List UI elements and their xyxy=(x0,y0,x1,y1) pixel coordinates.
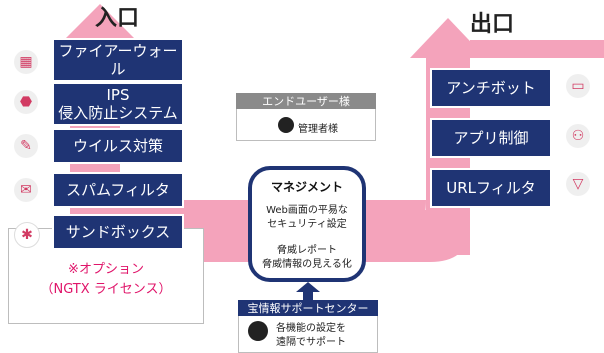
support-arrow xyxy=(296,282,320,302)
exit-heading: 出口 xyxy=(470,12,515,37)
option-text: ※オプション （NGTX ライセンス） xyxy=(8,260,204,300)
sandbox-box: サンドボックス xyxy=(52,214,184,250)
app-control-box: アプリ制御 xyxy=(430,118,552,158)
antivirus-box: ウイルス対策 xyxy=(52,128,184,164)
spam-filter-box: スパムフィルタ xyxy=(52,172,184,208)
management-desc-1: Web画面の平易な セキュリティ設定 xyxy=(248,204,366,231)
option-line2: （NGTX ライセンス） xyxy=(40,282,172,298)
spam-filter-label: スパムフィルタ xyxy=(66,181,170,199)
ips-box: IPS 侵入防止システム xyxy=(52,82,184,126)
firewall-icon: ▦ xyxy=(14,50,38,74)
stop-sign-icon: ⬣ xyxy=(14,90,38,114)
support-desc: 各機能の設定を 遠隔でサポート xyxy=(276,322,346,349)
antivirus-label: ウイルス対策 xyxy=(72,137,163,155)
management-line1: Web画面の平易な xyxy=(266,205,348,216)
spam-mail-icon: ✉ xyxy=(14,178,38,202)
support-person-icon xyxy=(248,321,268,341)
firewall-box: ファイアーウォール xyxy=(52,38,184,82)
admin-label: 管理者様 xyxy=(298,124,338,135)
support-line1: 各機能の設定を xyxy=(276,323,346,334)
antibot-box: アンチボット xyxy=(430,68,552,108)
firewall-label: ファイアーウォール xyxy=(58,42,178,78)
url-filter-label: URLフィルタ xyxy=(446,179,536,197)
url-filter-box: URLフィルタ xyxy=(430,168,552,208)
end-user-header: エンドユーザー様 xyxy=(236,93,376,109)
management-line3: 脅威レポート xyxy=(277,245,337,256)
sandbox-icon: ✱ xyxy=(14,222,40,248)
support-header: 宝情報サポートセンター xyxy=(238,300,378,316)
management-line4: 脅威情報の見える化 xyxy=(262,258,352,270)
option-line1: ※オプション xyxy=(68,262,144,277)
syringe-icon: ✎ xyxy=(14,134,38,158)
antibot-label: アンチボット xyxy=(446,79,536,97)
bot-monitor-icon: ▭ xyxy=(566,74,590,98)
management-title: マネジメント xyxy=(270,180,343,194)
ips-label: IPS 侵入防止システム xyxy=(58,86,178,122)
support-line2: 遠隔でサポート xyxy=(276,336,346,348)
entrance-heading: 入口 xyxy=(95,6,140,31)
admin-person-icon xyxy=(278,117,294,133)
url-filter-icon: ▽ xyxy=(566,172,590,196)
management-box xyxy=(248,166,366,282)
app-control-label: アプリ制御 xyxy=(453,129,529,147)
management-desc-2: 脅威レポート 脅威情報の見える化 xyxy=(248,244,366,271)
app-control-icon: ⚇ xyxy=(566,124,590,148)
management-line2: セキュリティ設定 xyxy=(267,218,347,230)
sandbox-label: サンドボックス xyxy=(65,223,171,241)
